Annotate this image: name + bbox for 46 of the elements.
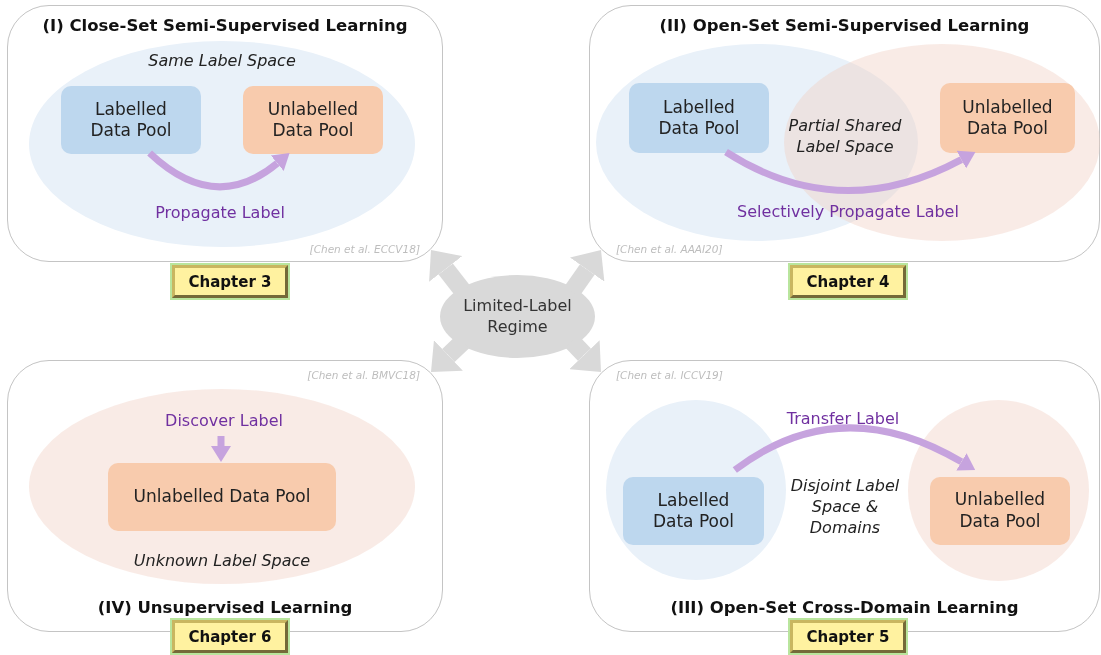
panel-card — [589, 5, 1100, 262]
edge-label: Selectively Propagate Label — [737, 201, 959, 221]
chapter-label: Chapter 4 — [806, 272, 890, 291]
data-pool-box — [930, 476, 1070, 545]
data-pool-box — [243, 86, 383, 154]
edge-label: Transfer Label — [786, 408, 900, 428]
data-pool-box — [61, 86, 201, 154]
panel-card — [7, 360, 443, 632]
pool-label: Unlabelled Data Pool — [961, 96, 1054, 140]
data-pool-box — [940, 83, 1075, 153]
chapter-label: Chapter 3 — [188, 272, 272, 291]
chapter-badge — [790, 620, 906, 653]
data-pool-box — [629, 83, 769, 153]
pool-label: Unlabelled Data Pool — [133, 486, 311, 508]
edge-label: Discover Label — [165, 410, 283, 430]
citation-text: [Chen et al. BMVC18] — [307, 369, 420, 381]
panel-title: (IV) Unsupervised Learning — [96, 598, 354, 617]
panel-title: (II) Open-Set Semi-Supervised Learning — [658, 16, 1031, 35]
citation-text: [Chen et al. ICCV19] — [616, 369, 723, 381]
chapter-badge — [790, 265, 906, 298]
panel-title: (I) Close-Set Semi-Supervised Learning — [41, 16, 409, 35]
panel-card — [7, 5, 443, 262]
panel-title: (III) Open-Set Cross-Domain Learning — [669, 598, 1020, 617]
panel-card — [589, 360, 1100, 632]
chapter-label: Chapter 5 — [806, 627, 890, 646]
pool-label: Unlabelled Data Pool — [953, 489, 1047, 532]
chapter-label: Chapter 6 — [188, 627, 272, 646]
chapter-badge — [172, 620, 288, 653]
edge-label: Propagate Label — [155, 202, 285, 222]
region-label: Partial Shared Label Space — [787, 116, 903, 158]
data-pool-box — [108, 463, 336, 531]
pool-label: Labelled Data Pool — [657, 96, 741, 140]
arrow — [732, 424, 976, 473]
citation-text: [Chen et al. AAAI20] — [616, 243, 723, 255]
pool-label: Labelled Data Pool — [89, 98, 173, 142]
pool-label: Labelled Data Pool — [651, 489, 736, 533]
arrow — [147, 150, 291, 191]
citation-text: [Chen et al. ECCV18] — [309, 243, 420, 255]
region-label: Unknown Label Space — [132, 551, 312, 570]
arrow — [724, 149, 976, 194]
chapter-badge — [172, 265, 288, 298]
region-label: Disjoint Label Space & Domains — [789, 476, 901, 539]
regime-label: Limited-Label Regime — [462, 295, 573, 338]
data-pool-box — [623, 477, 764, 545]
region-label: Same Label Space — [147, 51, 297, 70]
pool-label: Unlabelled Data Pool — [266, 98, 360, 142]
